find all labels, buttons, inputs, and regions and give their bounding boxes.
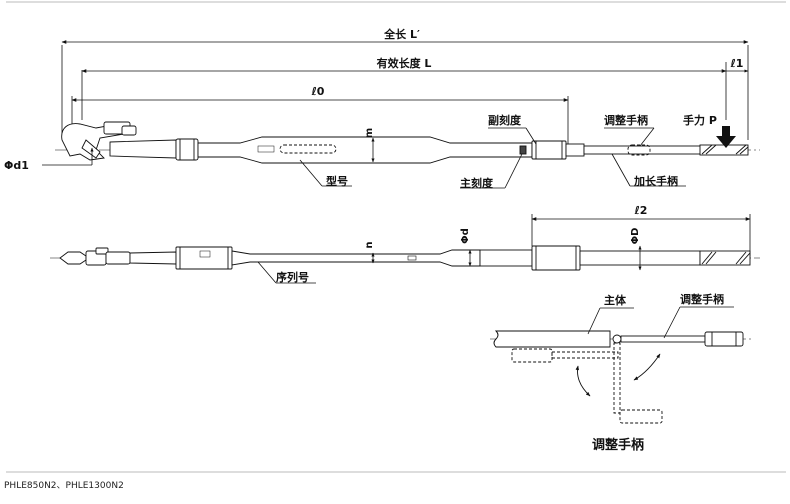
callout-serial-no: 序列号 [257, 261, 316, 284]
model-numbers: PHLE850N2、PHLE1300N2 [4, 481, 124, 491]
l2-label: ℓ2 [634, 204, 648, 217]
dim-phi-D: ΦD [630, 228, 642, 271]
dim-phi-d: Φd [460, 228, 472, 267]
dim-effective-length: 有效长度 L [81, 56, 727, 120]
detail-adjust-handle-label: 调整手柄 [680, 292, 724, 306]
hand-force-label: 手力 P [683, 113, 717, 127]
m-label: m [364, 128, 375, 138]
phi-d1-label: Φd1 [4, 159, 29, 172]
dim-l0: ℓ0 [71, 85, 569, 150]
phi-D-label: ΦD [630, 228, 641, 245]
l1-label: ℓ1 [730, 57, 744, 70]
dim-n: n [364, 241, 375, 264]
detail-caption: 调整手柄 [592, 437, 644, 453]
top-wrench [55, 121, 760, 164]
phi-d-label: Φd [460, 228, 471, 244]
serial-no-label: 序列号 [276, 270, 309, 284]
detail-view [490, 330, 752, 424]
callout-main-scale: 主刻度 [460, 153, 523, 190]
n-label: n [364, 241, 375, 248]
callout-extension-handle: 加长手柄 [611, 153, 686, 188]
hand-force-indicator: 手力 P [683, 113, 736, 148]
l0-label: ℓ0 [311, 85, 325, 98]
dim-l1: ℓ1 [726, 57, 749, 73]
callout-adjust-handle: 调整手柄 [604, 113, 655, 147]
callout-body: 主体 [587, 293, 634, 335]
adjust-handle-label: 调整手柄 [604, 113, 648, 127]
middle-wrench [50, 245, 760, 271]
body-label: 主体 [604, 293, 627, 307]
dim-total-length: 全长 L′ [61, 27, 749, 140]
dim-phi-d1: Φd1 [4, 147, 94, 172]
dim-l2: ℓ2 [531, 204, 751, 256]
total-length-label: 全长 L′ [383, 27, 420, 41]
sub-scale-label: 副刻度 [488, 113, 522, 127]
model-no-label: 型号 [326, 174, 348, 188]
effective-length-label: 有效长度 L [377, 56, 432, 70]
main-scale-label: 主刻度 [460, 176, 494, 190]
dim-m: m [364, 128, 375, 163]
callout-detail-adjust-handle: 调整手柄 [663, 292, 734, 339]
callout-model-no: 型号 [299, 159, 352, 188]
extension-handle-label: 加长手柄 [633, 174, 678, 188]
callout-sub-scale: 副刻度 [488, 113, 537, 145]
